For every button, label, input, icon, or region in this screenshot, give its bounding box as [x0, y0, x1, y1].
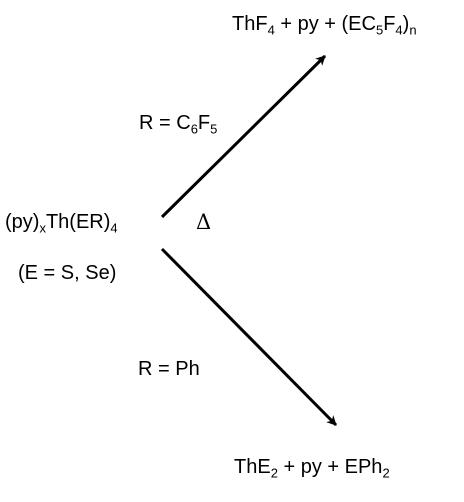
lower-condition: R = Ph [138, 358, 200, 380]
top-product: ThF4 + py + (EC5F4)n [232, 13, 417, 38]
reactant-note: (E = S, Se) [18, 262, 117, 284]
upper-arrow [160, 54, 327, 219]
lower-arrow [160, 247, 338, 427]
reactant: (py)xTh(ER)4 [5, 211, 118, 236]
upper-condition: R = C6F5 [139, 112, 218, 137]
heat-symbol: Δ [196, 210, 212, 234]
bottom-product: ThE2 + py + EPh2 [234, 456, 390, 481]
